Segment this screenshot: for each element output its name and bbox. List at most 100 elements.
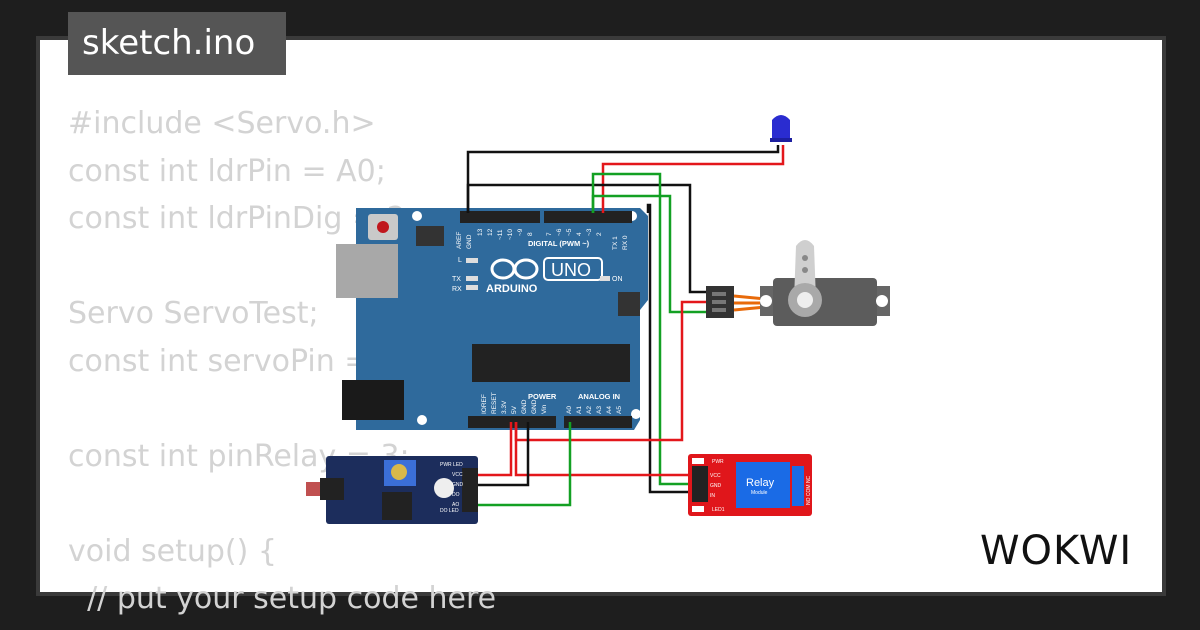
led-l [466, 258, 478, 263]
arduino-label: ARDUINO [486, 283, 538, 295]
code-line: void setup() { [68, 533, 277, 569]
wire-servo-gnd[interactable] [466, 183, 706, 294]
ldr-pin-label: DO [452, 492, 460, 498]
horn-hole [802, 267, 808, 273]
pin-label: A1 [576, 406, 583, 414]
file-tab[interactable]: sketch.ino [68, 12, 286, 75]
ldr-sensor-module[interactable]: VCC GND DO AO PWR LED DO LED [306, 456, 478, 524]
ldr-led-label: PWR LED [440, 462, 463, 468]
code-editor: #include <Servo.h> const int ldrPin = A0… [68, 100, 628, 623]
reset-button-cap [377, 221, 389, 233]
wire-relay-gnd[interactable] [646, 203, 690, 494]
servo-pin [712, 292, 726, 296]
header-top-right [544, 211, 632, 223]
arduino-logo-right [513, 258, 539, 280]
wire-led-anode[interactable] [601, 145, 785, 213]
relay-terminal-label: NO COM NC [806, 475, 812, 505]
mount-hole [876, 295, 888, 307]
relay-title: Relay [746, 477, 775, 489]
pin-label: GND [466, 234, 473, 249]
servo-pin [712, 300, 726, 304]
pin-label: ~3 [586, 228, 593, 236]
code-line: #include <Servo.h> [68, 106, 376, 141]
servo-motor[interactable] [706, 240, 890, 326]
pin-label: Vin [541, 404, 548, 414]
ldr-led-label: DO LED [440, 508, 459, 514]
pin-label: 3.3V [501, 400, 508, 414]
pin-label: 13 [477, 228, 484, 236]
led-on [600, 276, 610, 281]
pin-label: ~5 [566, 228, 573, 236]
wire-relay-in[interactable] [591, 172, 690, 486]
wire-ldr-vcc[interactable] [478, 422, 513, 477]
pin-label: A0 [566, 406, 573, 414]
wire-relay-vcc[interactable] [514, 422, 690, 477]
wokwi-logo-text: WOKWI [980, 528, 1132, 574]
arduino-uno-board[interactable]: UNO ARDUINO DIGITAL (PWM ~) POWER ANALOG… [336, 208, 648, 430]
power-header-label: POWER [528, 392, 557, 401]
icsp-header-2 [618, 292, 640, 316]
relay-led-label: PWR [712, 459, 724, 465]
code-line: const int pinRelay = 3; [68, 438, 410, 474]
on-label: ON [612, 276, 623, 283]
l-label: L [458, 257, 462, 264]
servo-pin [712, 308, 726, 312]
pin-label: 8 [527, 232, 534, 236]
mount-hole [760, 295, 772, 307]
power-jack [342, 380, 404, 420]
relay-header [692, 466, 708, 502]
relay-block [736, 462, 790, 508]
pin-label: RX 0 [622, 235, 629, 250]
code-line: Servo ServoTest; [68, 296, 319, 331]
pin-label: A5 [616, 406, 623, 414]
pin-label: 4 [576, 232, 583, 236]
mount-hole [412, 211, 422, 221]
mount-hole [631, 409, 641, 419]
pin-label: 7 [546, 232, 553, 236]
ldr-holder [320, 478, 344, 500]
led-tx [466, 276, 478, 281]
relay-led-1 [692, 506, 704, 512]
rx-label: RX [452, 286, 462, 293]
relay-led-pwr [692, 458, 704, 464]
servo-screw [797, 292, 813, 308]
tx-label: TX [452, 276, 461, 283]
mount-hole [417, 415, 427, 425]
pin-label: A2 [586, 406, 593, 414]
wokwi-logo: WOKWI [980, 528, 1132, 574]
pot-knob [391, 464, 407, 480]
uno-label: UNO [551, 260, 591, 280]
wire-ldr-gnd[interactable] [478, 422, 530, 487]
comparator-chip [382, 492, 412, 520]
photoresistor [306, 482, 320, 496]
pin-label: ~6 [556, 228, 563, 236]
analog-header-label: ANALOG IN [578, 392, 620, 401]
horn-hole [802, 255, 808, 261]
relay-module[interactable]: Relay Module VCC GND IN PWR LED1 NO COM … [688, 454, 812, 516]
header-analog [564, 416, 632, 428]
pin-label: GND [521, 399, 528, 414]
wire-ldr-ao[interactable] [478, 422, 572, 507]
wires [466, 145, 785, 507]
pin-label: ~10 [507, 229, 514, 240]
relay-pin-label: VCC [710, 473, 721, 479]
relay-led-label: LED1 [712, 507, 725, 513]
relay-terminal-block [792, 466, 804, 506]
pin-label: ~11 [497, 229, 504, 240]
ldr-capacitor [434, 478, 454, 498]
digital-header-label: DIGITAL (PWM ~) [528, 239, 590, 248]
blue-led[interactable] [770, 115, 792, 142]
ldr-pin-label: VCC [452, 472, 463, 478]
uno-badge [543, 257, 603, 281]
wire-led-gnd[interactable] [466, 145, 780, 213]
pin-label: IOREF [481, 394, 488, 414]
led-rim [770, 138, 792, 142]
pin-label: 5V [511, 405, 518, 414]
ldr-header [462, 468, 478, 512]
relay-pin-label: GND [710, 483, 722, 489]
icsp-header [416, 226, 444, 246]
usb-port [336, 244, 398, 298]
led-rx [466, 285, 478, 290]
pin-label: 12 [487, 228, 494, 236]
